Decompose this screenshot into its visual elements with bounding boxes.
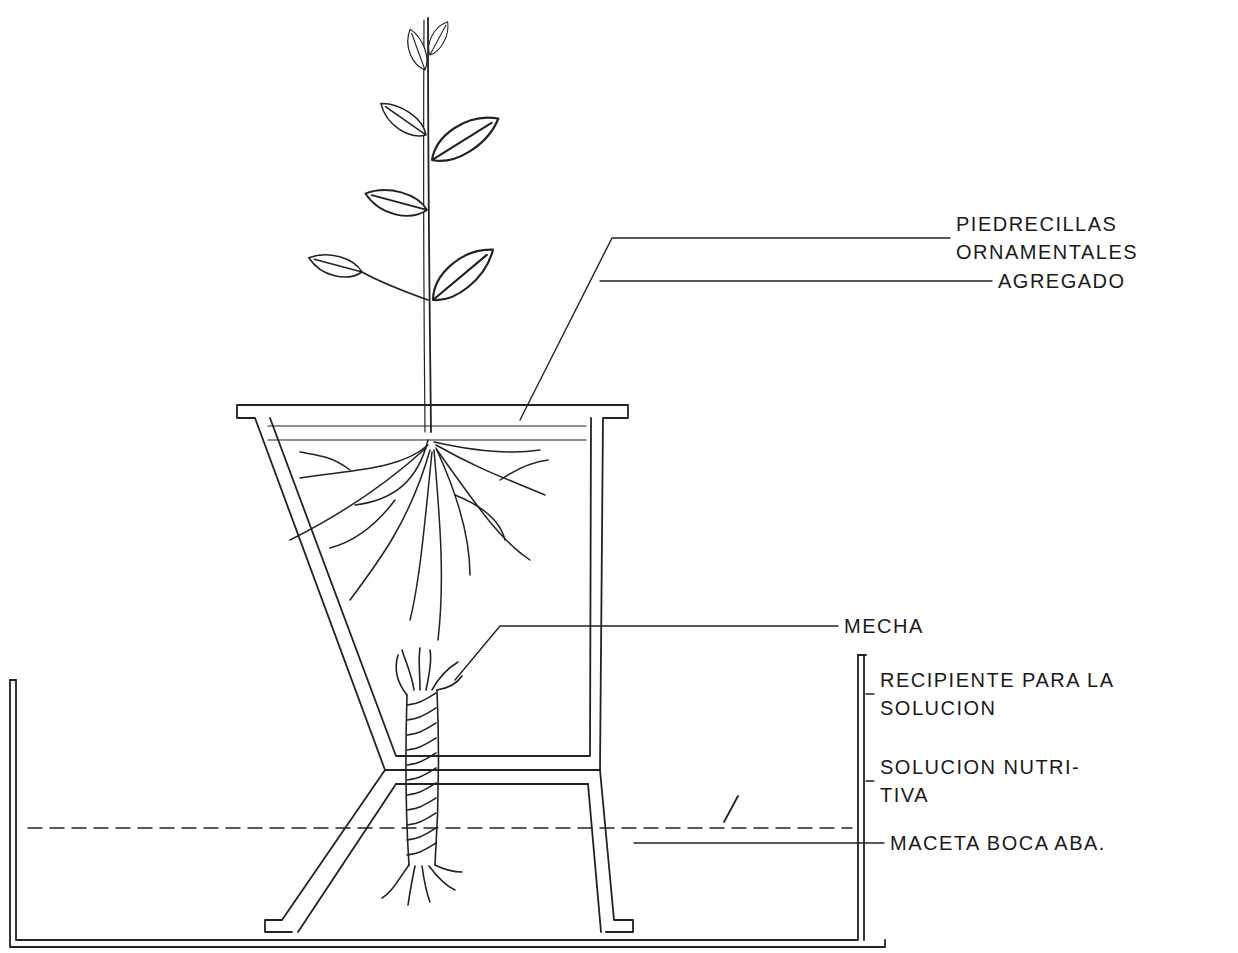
wick-twist	[407, 723, 436, 735]
wick-twist	[407, 693, 436, 705]
part-label: AGREGADO	[998, 267, 1126, 295]
wick-twist	[407, 828, 436, 840]
wick	[382, 648, 462, 905]
part-label: MECHA	[844, 612, 924, 640]
wick-twist	[407, 798, 436, 810]
leader-lines	[455, 238, 992, 843]
part-label: RECIPIENTE PARA LA SOLUCION	[880, 666, 1130, 722]
solution-container	[10, 655, 885, 947]
solution-level	[28, 827, 852, 828]
wick-twist	[407, 708, 436, 720]
part-label: MACETA BOCA ABA.	[890, 829, 1106, 857]
upper-pot	[237, 405, 628, 770]
part-label: SOLUCION NUTRI- TIVA	[880, 753, 1130, 809]
wick-twist	[407, 813, 436, 825]
part-label: PIEDRECILLAS ORNAMENTALES	[956, 210, 1206, 266]
wick-twist	[407, 753, 436, 765]
pebble-layer	[268, 426, 586, 440]
plant-stem	[428, 18, 431, 432]
inverted-pot	[265, 770, 633, 932]
plant-roots	[290, 440, 548, 640]
plant-leaves	[306, 18, 505, 309]
wick-twist	[407, 738, 436, 750]
wick-twist	[407, 768, 436, 780]
wick-twist	[407, 843, 436, 855]
solution-mark	[724, 796, 738, 822]
wick-twist	[407, 783, 436, 795]
